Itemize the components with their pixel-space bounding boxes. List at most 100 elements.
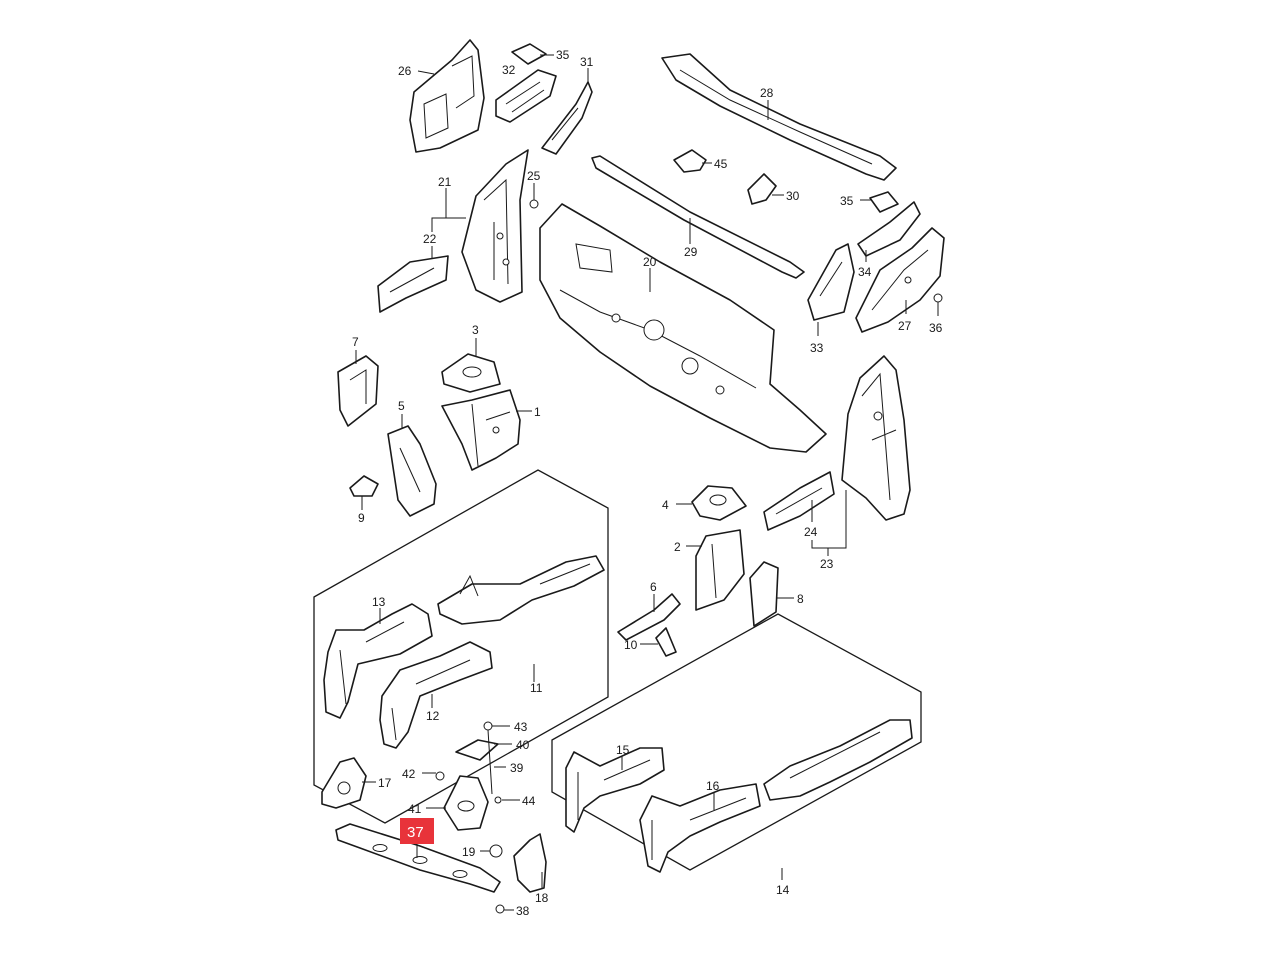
svg-text:36: 36 (929, 321, 943, 335)
part-26[interactable] (409, 39, 485, 153)
part-38[interactable] (495, 904, 505, 914)
svg-text:28: 28 (760, 86, 774, 100)
callout-7: 7 (352, 335, 359, 364)
svg-text:42: 42 (402, 767, 416, 781)
callout-39: 39 (494, 761, 524, 775)
part-2[interactable] (695, 529, 745, 611)
part-37[interactable] (335, 823, 501, 893)
svg-text:4: 4 (662, 498, 669, 512)
part-35-right[interactable] (869, 191, 899, 213)
callout-6: 6 (650, 580, 657, 612)
svg-text:15: 15 (616, 743, 630, 757)
part-32[interactable] (495, 69, 557, 123)
callout-30: 30 (772, 189, 800, 203)
callout-3: 3 (472, 323, 479, 356)
callout-25: 25 (527, 169, 541, 200)
svg-text:16: 16 (706, 779, 720, 793)
part-8[interactable] (749, 561, 779, 627)
part-21[interactable] (461, 149, 529, 303)
callout-32: 32 (502, 63, 516, 77)
callout-43: 43 (492, 720, 528, 734)
part-13[interactable] (323, 603, 433, 719)
part-27[interactable] (855, 227, 945, 333)
part-19[interactable] (489, 844, 503, 858)
callout-31: 31 (580, 55, 594, 82)
part-39[interactable] (487, 729, 493, 795)
callout-20: 20 (643, 255, 657, 292)
callout-5: 5 (398, 399, 405, 428)
part-7[interactable] (337, 355, 379, 427)
part-14-rail[interactable] (763, 719, 913, 801)
part-44[interactable] (494, 796, 502, 804)
part-45[interactable] (673, 149, 707, 173)
svg-text:26: 26 (398, 64, 412, 78)
callout-22: 22 (423, 232, 437, 246)
part-36[interactable] (933, 293, 943, 303)
part-41[interactable] (443, 775, 489, 831)
highlighted-callout-37[interactable]: 37 (400, 818, 434, 858)
callout-17: 17 (362, 776, 392, 790)
part-20[interactable] (539, 203, 827, 453)
part-4[interactable] (691, 485, 747, 521)
svg-text:35: 35 (556, 48, 570, 62)
svg-text:43: 43 (514, 720, 528, 734)
callout-29: 29 (684, 218, 698, 259)
part-15[interactable] (565, 747, 665, 833)
part-30[interactable] (747, 173, 777, 205)
part-28[interactable] (661, 53, 897, 181)
part-22[interactable] (377, 255, 449, 313)
svg-text:32: 32 (502, 63, 516, 77)
part-31[interactable] (541, 81, 593, 155)
part-33[interactable] (807, 243, 855, 321)
callout-35-right: 35 (840, 194, 872, 208)
part-29[interactable] (591, 155, 805, 279)
part-12[interactable] (379, 641, 493, 749)
part-23[interactable] (841, 355, 911, 521)
part-40[interactable] (455, 739, 499, 761)
callout-10: 10 (624, 638, 658, 652)
callout-40: 40 (494, 738, 530, 752)
callout-11: 11 (530, 664, 543, 695)
svg-text:1: 1 (534, 405, 541, 419)
part-5[interactable] (387, 425, 437, 517)
part-34[interactable] (857, 201, 921, 257)
callout-27: 27 (898, 300, 912, 333)
svg-text:2: 2 (674, 540, 681, 554)
part-42[interactable] (435, 771, 445, 781)
svg-text:14: 14 (776, 883, 790, 897)
svg-text:11: 11 (530, 681, 543, 695)
svg-text:3: 3 (472, 323, 479, 337)
part-43[interactable] (483, 721, 493, 731)
part-11-rail[interactable] (437, 555, 605, 625)
part-25[interactable] (529, 199, 539, 209)
part-18[interactable] (513, 833, 547, 893)
callout-24: 24 (804, 500, 818, 539)
svg-text:20: 20 (643, 255, 657, 269)
part-1[interactable] (441, 389, 521, 471)
part-6[interactable] (617, 593, 681, 641)
part-35-top[interactable] (511, 43, 547, 65)
callout-38: 38 (504, 904, 530, 918)
callout-44: 44 (502, 794, 536, 808)
callout-33: 33 (810, 322, 824, 355)
svg-text:29: 29 (684, 245, 698, 259)
part-16[interactable] (639, 783, 761, 873)
part-3[interactable] (441, 353, 501, 393)
svg-text:10: 10 (624, 638, 638, 652)
part-9[interactable] (349, 475, 379, 497)
part-10[interactable] (655, 627, 677, 657)
svg-text:27: 27 (898, 319, 912, 333)
part-17[interactable] (321, 757, 367, 809)
svg-text:5: 5 (398, 399, 405, 413)
svg-text:13: 13 (372, 595, 386, 609)
callout-21: 21 (438, 175, 452, 200)
callout-45: 45 (702, 157, 728, 171)
callout-2: 2 (674, 540, 702, 554)
svg-text:8: 8 (797, 592, 804, 606)
callout-1: 1 (516, 405, 541, 419)
callout-13: 13 (372, 595, 386, 624)
part-24[interactable] (763, 471, 835, 531)
svg-text:45: 45 (714, 157, 728, 171)
callout-19: 19 (462, 845, 490, 859)
callout-41: 41 (408, 802, 446, 816)
